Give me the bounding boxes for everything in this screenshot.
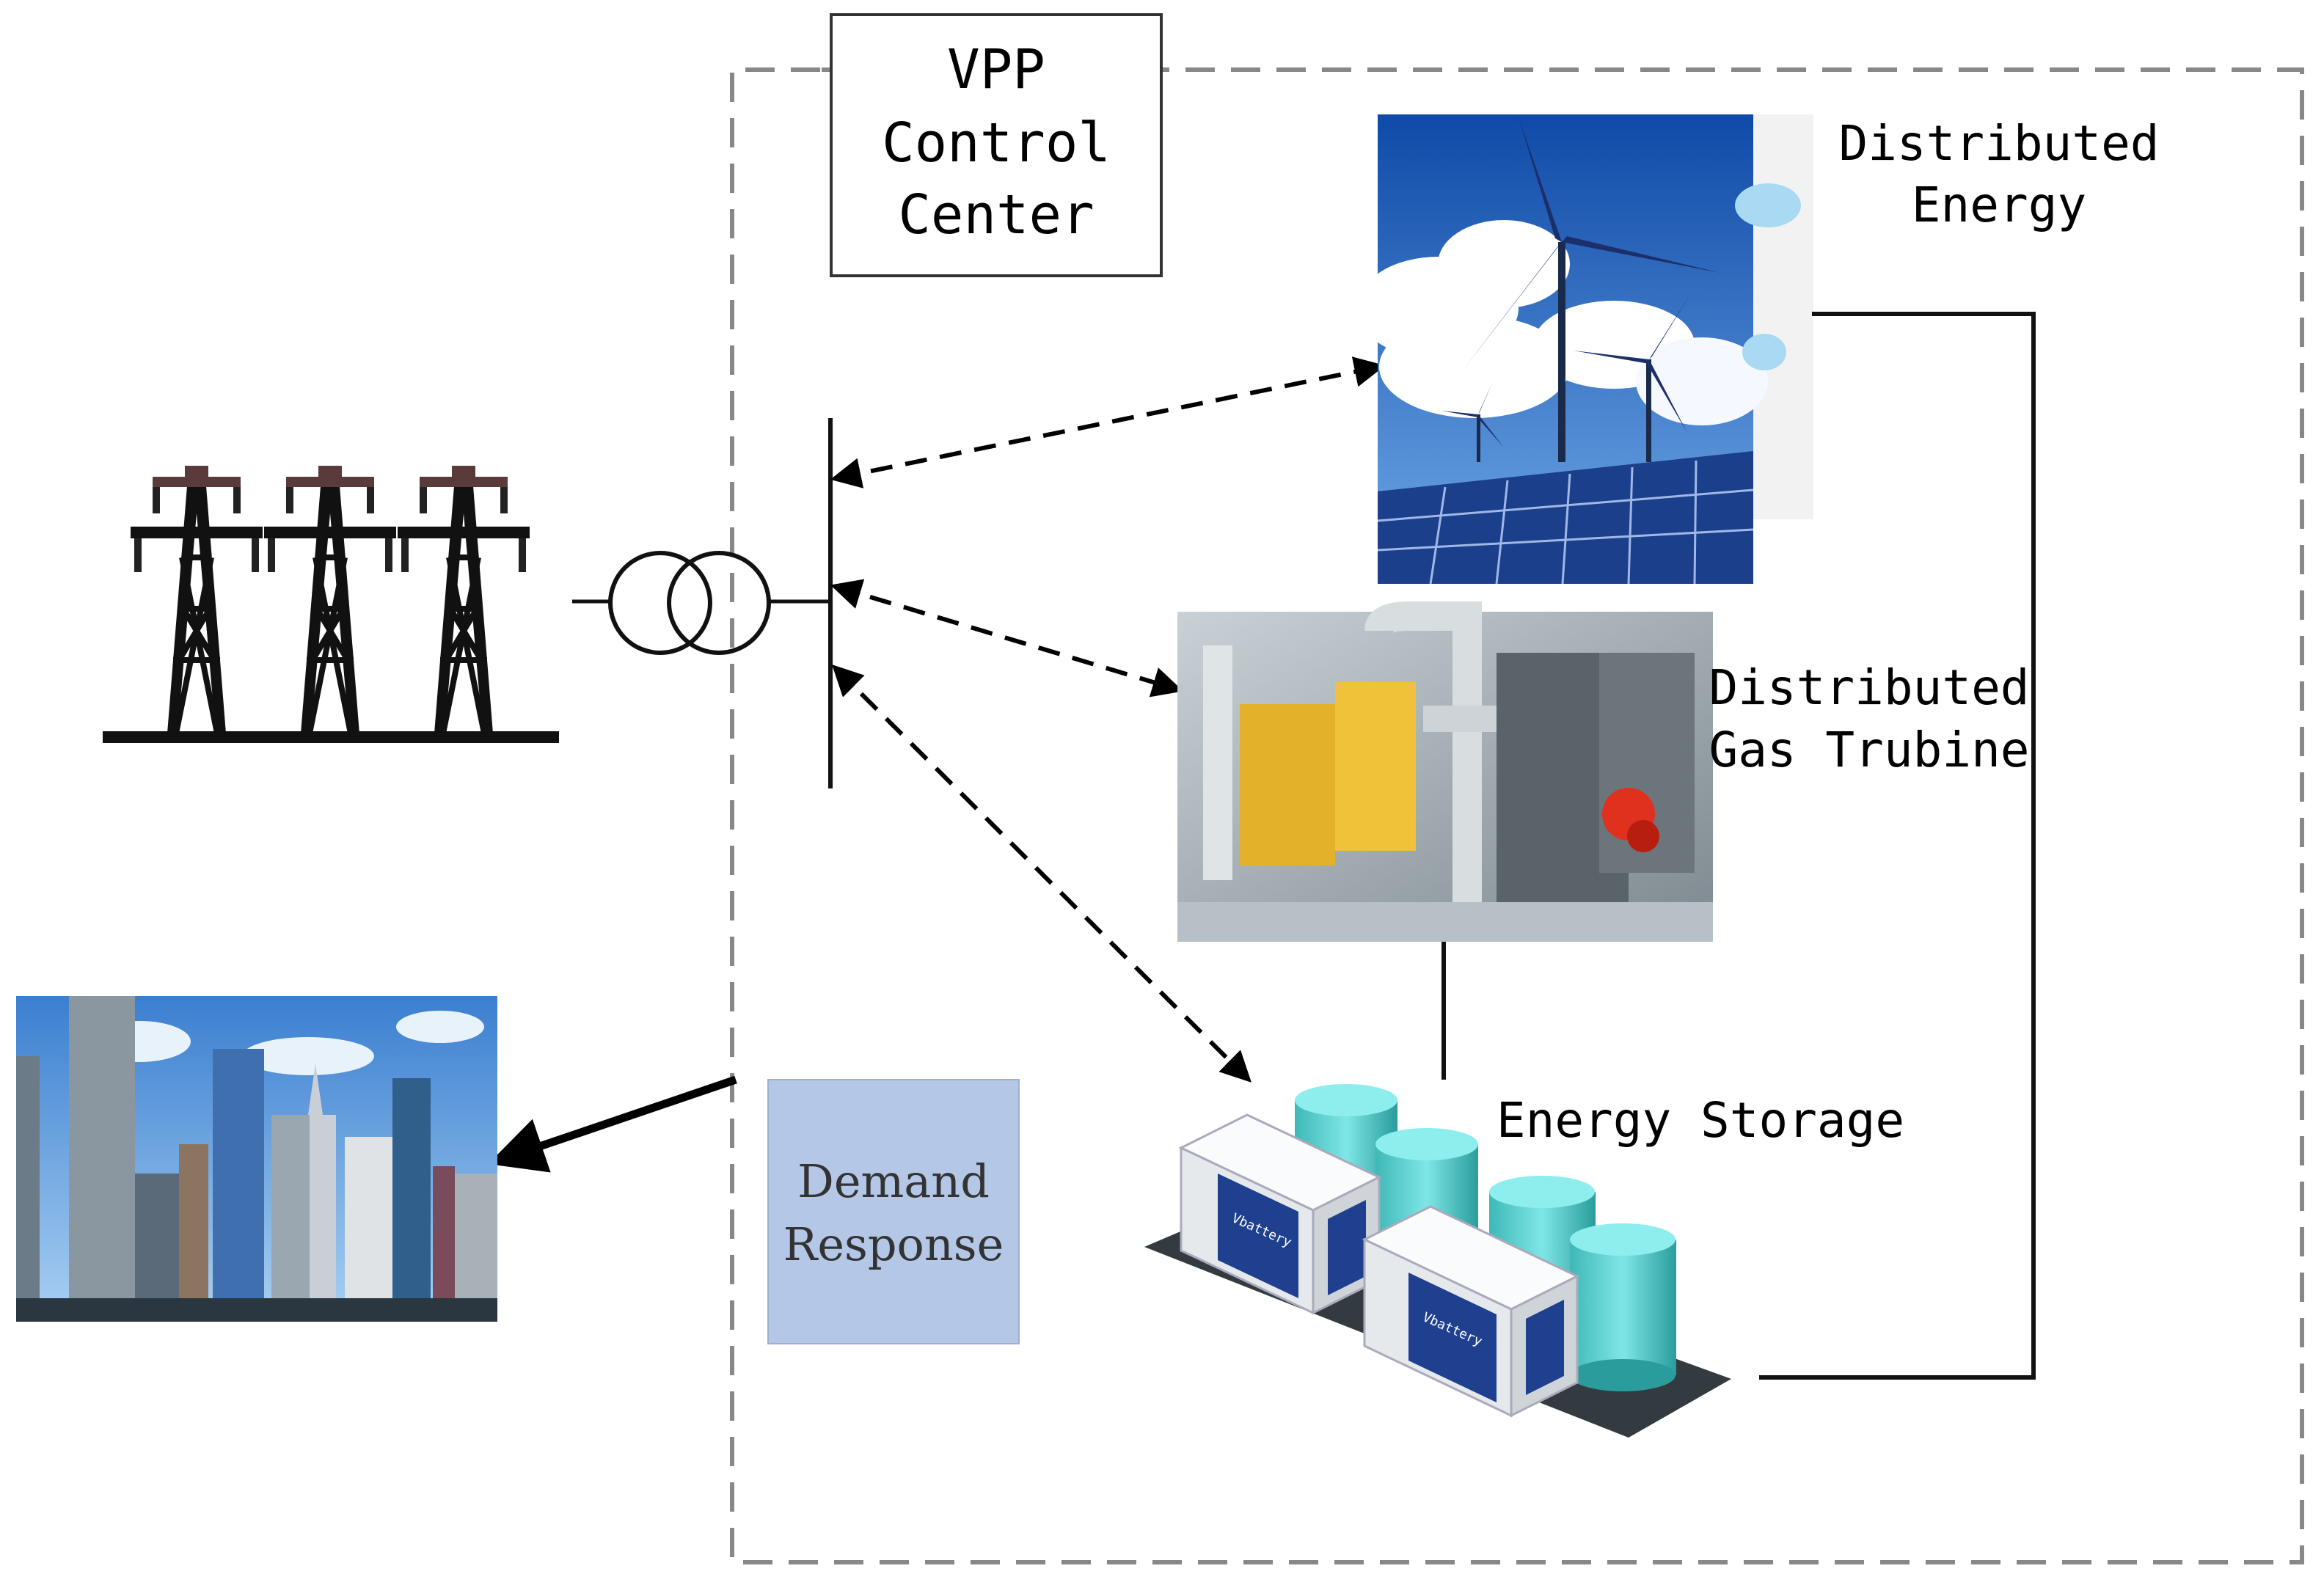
arrow-to-distributed-energy — [830, 356, 1386, 488]
tower-icon — [398, 466, 530, 734]
demand-response-box: Demand Response — [767, 1079, 1020, 1344]
gas-turbine-label-1: Distributed — [1709, 659, 2029, 716]
transformer-icon — [572, 551, 830, 655]
gas-turbine-label-2: Gas Trubine — [1709, 722, 2029, 778]
energy-storage-label: Energy Storage — [1497, 1092, 1904, 1149]
distributed-energy-label-1: Distributed — [1838, 115, 2159, 172]
wind-turbine-icon — [1574, 293, 1691, 462]
wind-turbine-icon — [1441, 381, 1504, 462]
distributed-energy-image — [1357, 114, 1813, 585]
control-center-line-1: VPP — [947, 38, 1045, 101]
energy-storage-image: Vbattery Vbattery — [1144, 1084, 1731, 1438]
arrow-to-city — [488, 1075, 737, 1173]
control-center-box: VPP Control Center — [830, 13, 1163, 277]
demand-response-line-2: Response — [783, 1218, 1004, 1271]
battery-container-icon: Vbattery — [1178, 1113, 1382, 1315]
control-center-line-2: Control — [882, 111, 1111, 175]
gas-turbine-image — [1177, 601, 1713, 942]
tank-icon — [1570, 1223, 1676, 1391]
vpp-boundary — [730, 67, 2304, 1564]
transmission-towers — [103, 466, 559, 743]
wind-turbine-icon — [1460, 117, 1720, 462]
battery-container-icon: Vbattery — [1362, 1205, 1580, 1418]
arrow-to-energy-storage — [832, 665, 1251, 1083]
tower-icon — [264, 466, 396, 734]
connector-energy-to-storage — [1759, 312, 2036, 1380]
demand-response-line-1: Demand — [797, 1154, 990, 1208]
city-image — [16, 996, 497, 1322]
distributed-energy-label-2: Energy — [1912, 177, 2086, 233]
tower-icon — [131, 466, 263, 734]
solar-panel-icon — [1377, 451, 1754, 585]
arrow-to-gas-turbine — [830, 579, 1184, 698]
control-center-line-3: Center — [898, 183, 1094, 246]
